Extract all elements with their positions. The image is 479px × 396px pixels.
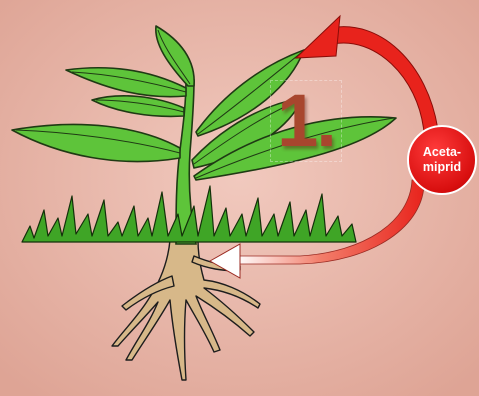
- step-number-label: 1.: [270, 80, 342, 162]
- badge-label-line1: Aceta-: [423, 145, 461, 159]
- acetamiprid-badge: Aceta- miprid: [407, 125, 477, 195]
- badge-label-line2: miprid: [423, 160, 461, 174]
- badge-label: Aceta- miprid: [423, 145, 461, 175]
